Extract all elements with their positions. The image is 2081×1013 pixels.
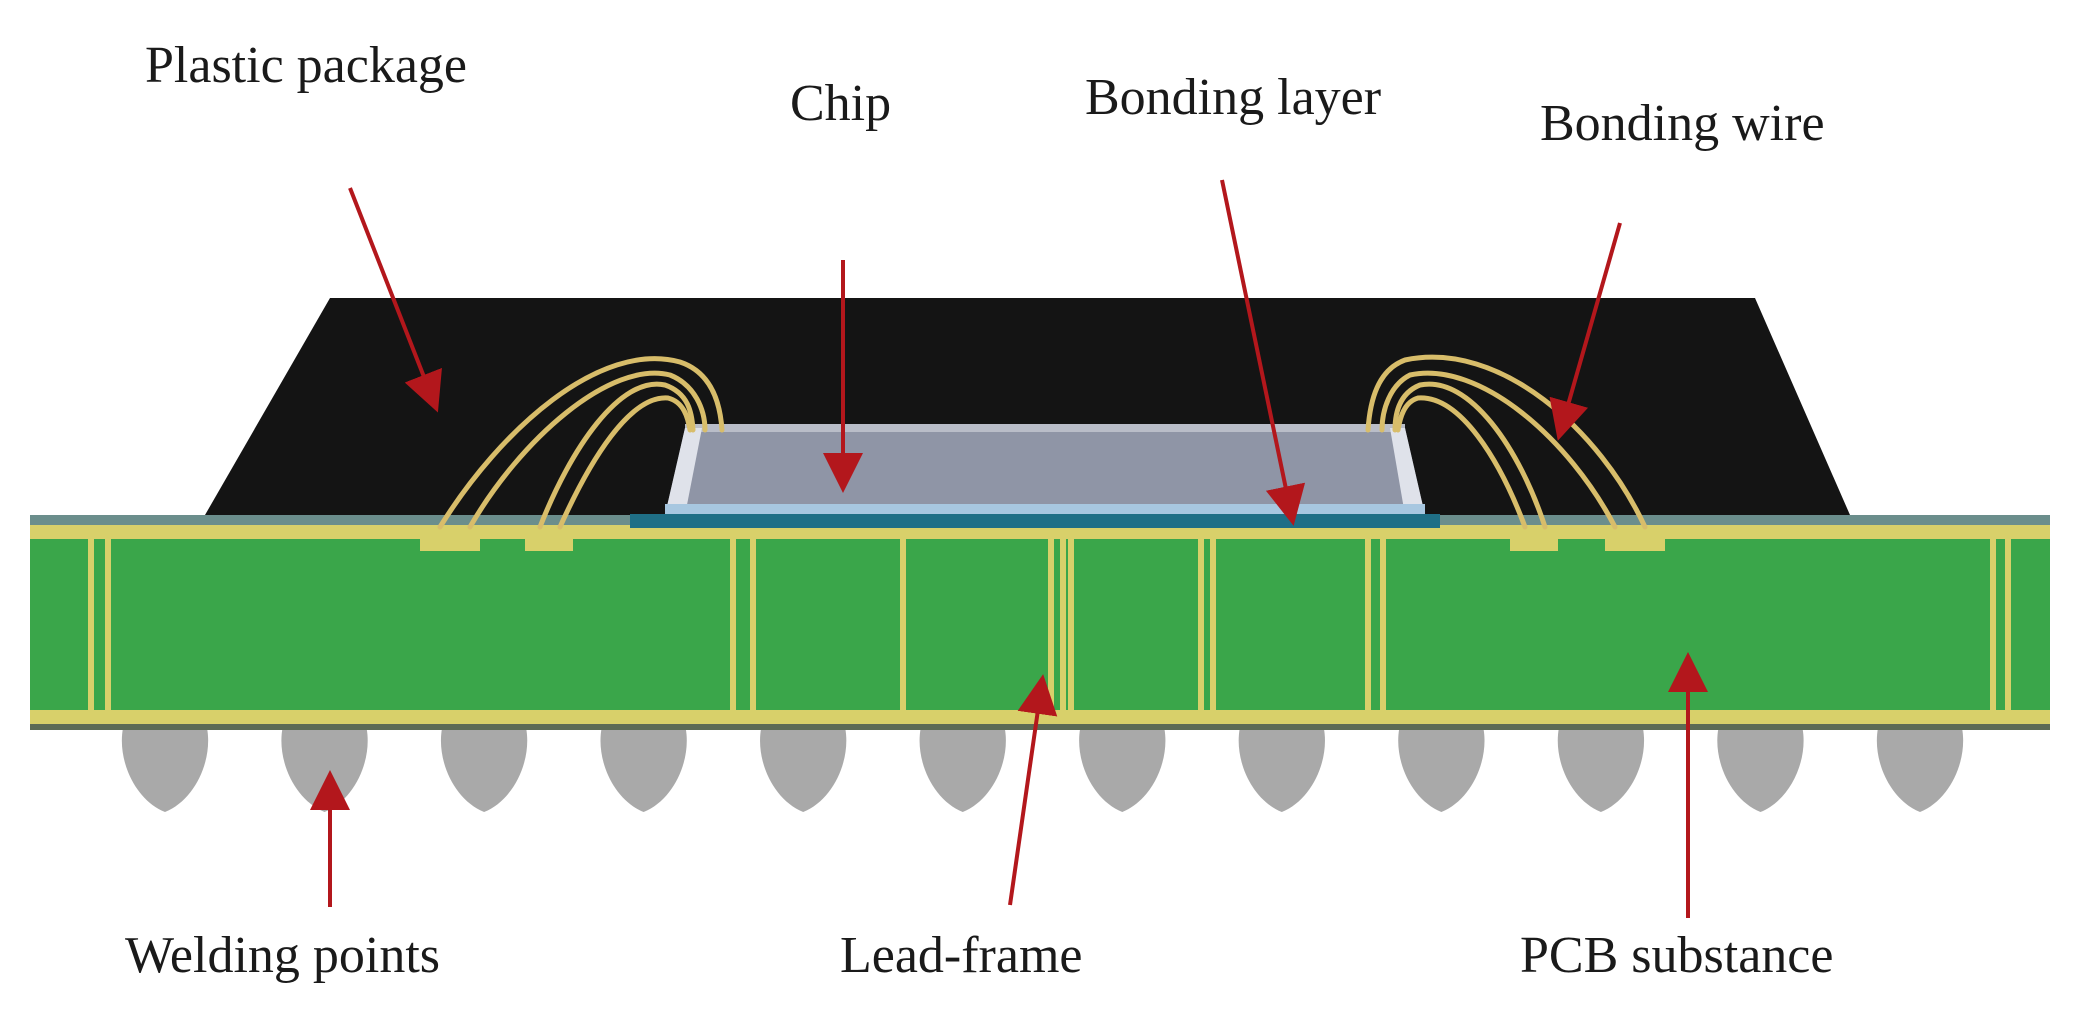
label-lead-frame: Lead-frame xyxy=(840,927,1083,984)
label-bonding-wire: Bonding wire xyxy=(1540,95,1825,152)
via-line xyxy=(105,539,111,710)
chip-right-highlight xyxy=(1390,428,1425,515)
arrow-plastic-package xyxy=(348,187,442,413)
bond-pads xyxy=(420,525,1665,551)
solder-ball xyxy=(121,728,209,812)
vias xyxy=(88,539,2011,710)
via-line xyxy=(1198,539,1204,710)
via-line xyxy=(900,539,906,710)
via-line xyxy=(1048,539,1054,710)
arrow-bonding-wire xyxy=(1549,222,1622,441)
via-line xyxy=(1210,539,1216,710)
bond-pad xyxy=(1510,525,1558,551)
bonding-wire xyxy=(557,395,693,530)
label-chip: Chip xyxy=(790,75,892,132)
bonding-wire xyxy=(1395,395,1528,530)
bonding-wires xyxy=(437,354,1648,530)
via-line xyxy=(1365,539,1371,710)
chip-body xyxy=(665,428,1425,515)
solder-ball xyxy=(1238,728,1325,812)
pcb-bottom-edge xyxy=(30,724,2050,730)
bonding-wire xyxy=(537,381,696,530)
bonding-wire xyxy=(437,356,725,530)
chip-base-highlight xyxy=(665,504,1425,514)
bond-pad xyxy=(525,525,573,551)
label-pcb-substance: PCB substance xyxy=(1520,927,1834,984)
via-line xyxy=(88,539,94,710)
arrow-lead-frame xyxy=(1008,674,1058,906)
bonding-wire xyxy=(1379,370,1618,530)
bonding-layer xyxy=(630,514,1440,528)
solder-ball xyxy=(1398,728,1485,812)
solder-ball xyxy=(1079,728,1166,812)
chip-left-highlight xyxy=(665,428,702,515)
solder-ball xyxy=(440,728,528,812)
solder-ball xyxy=(1876,728,1964,812)
bonding-wire xyxy=(1365,354,1648,530)
bonding-wire xyxy=(467,370,708,530)
solder-ball xyxy=(760,728,847,812)
bonding-wire xyxy=(1392,381,1548,530)
via-line xyxy=(750,539,756,710)
via-line xyxy=(1990,539,1996,710)
via-line xyxy=(1380,539,1386,710)
callout-arrows xyxy=(310,179,1708,918)
solder-ball xyxy=(600,728,687,812)
via-line xyxy=(1068,539,1074,710)
via-line xyxy=(2005,539,2011,710)
label-welding-points: Welding points xyxy=(125,927,441,984)
solder-ball xyxy=(1557,728,1645,812)
via-line xyxy=(730,539,736,710)
solder-ball xyxy=(281,728,368,812)
label-plastic-package: Plastic package xyxy=(145,37,467,94)
arrow-bonding-layer xyxy=(1220,179,1306,526)
label-bonding-layer: Bonding layer xyxy=(1085,69,1382,126)
via-line xyxy=(1060,539,1066,710)
solder-ball xyxy=(1717,728,1804,812)
pcb-bottom-trace xyxy=(30,710,2050,724)
plastic-package xyxy=(205,298,1850,515)
chip xyxy=(665,424,1425,515)
chip-top-edge xyxy=(685,424,1405,432)
solder-ball xyxy=(919,728,1006,812)
solder-balls xyxy=(121,728,1964,812)
